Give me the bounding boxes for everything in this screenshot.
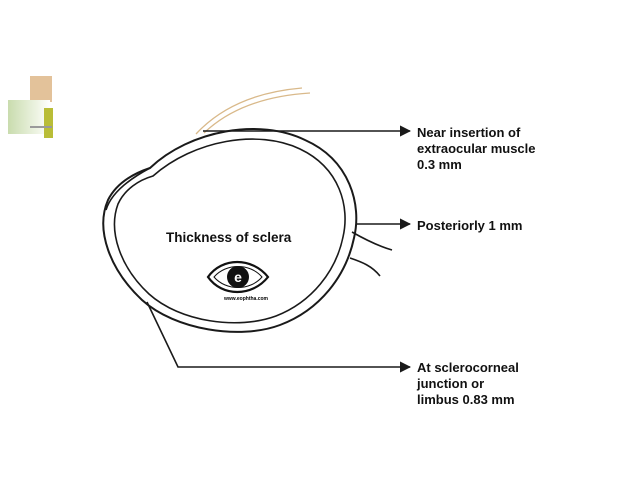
- decorative-olive-bar: [44, 108, 53, 138]
- optic-nerve: [349, 231, 393, 277]
- leader-line-limbus: [146, 301, 412, 373]
- callout-line: limbus 0.83 mm: [417, 392, 515, 407]
- decorative-gray-line: [30, 126, 52, 128]
- callout-extraocular: Near insertion of extraocular muscle 0.3…: [417, 125, 536, 173]
- sclera-inner-outline: [113, 138, 346, 324]
- callout-line: junction or: [417, 376, 485, 391]
- decorative-green-square: [8, 100, 50, 134]
- extraocular-muscle: [195, 87, 311, 135]
- callout-posterior: Posteriorly 1 mm: [417, 218, 523, 234]
- cornea-outline: [105, 167, 151, 211]
- logo-letter: e: [234, 269, 242, 285]
- callout-line: At sclerocorneal: [417, 360, 519, 375]
- callout-line: extraocular muscle: [417, 141, 536, 156]
- callout-line: 0.3 mm: [417, 157, 462, 172]
- sclera-outer-outline: [102, 128, 358, 333]
- logo-url: www.eophtha.com: [224, 296, 268, 302]
- eye-logo-icon: e: [206, 261, 270, 293]
- callout-line: Posteriorly 1 mm: [417, 218, 523, 233]
- center-label: Thickness of sclera: [166, 230, 292, 245]
- callout-line: Near insertion of: [417, 125, 521, 140]
- decorative-tan-square: [30, 76, 52, 102]
- callout-limbus: At sclerocorneal junction or limbus 0.83…: [417, 360, 519, 408]
